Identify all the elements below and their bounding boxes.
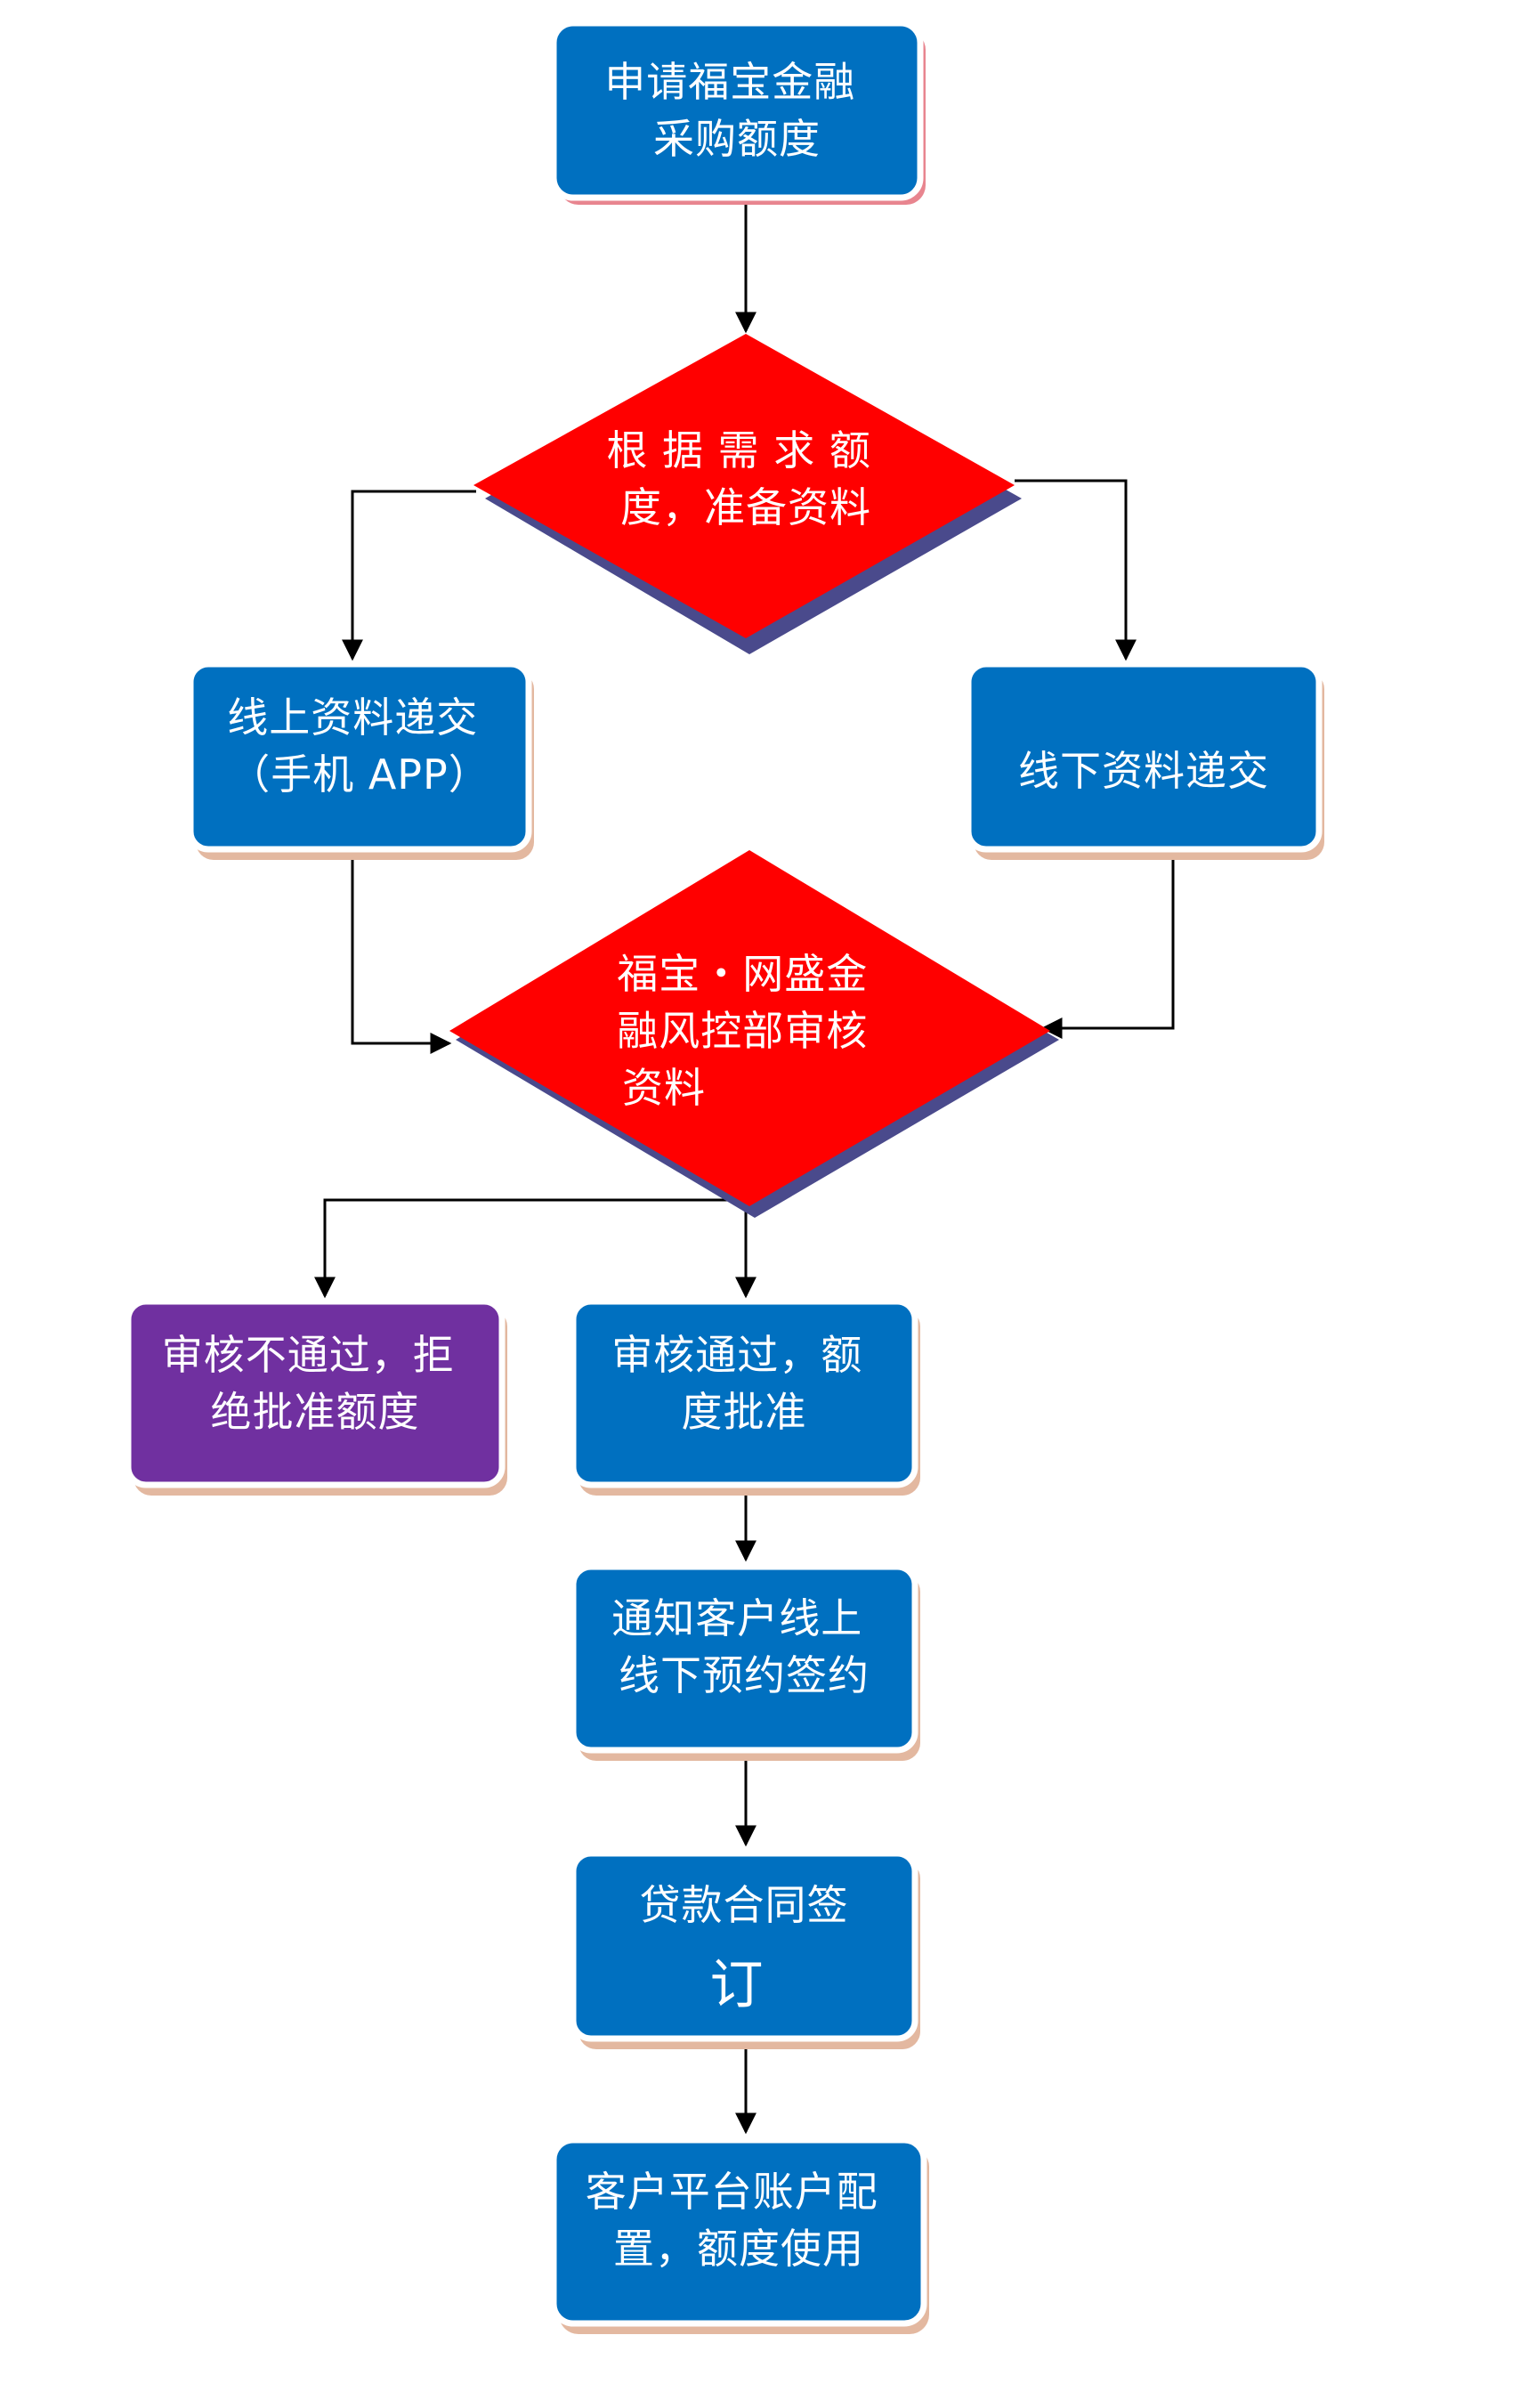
edges — [314, 203, 1175, 2135]
node-reject-line-1: 审核不通过，拒 — [162, 1331, 455, 1379]
svg-text:根 据 需 求 额 度，准备资料: 根 据 需 求 额 度，准备资料 — [606, 426, 885, 531]
node-notify: 通知客户线上 线下预约签约 — [570, 1563, 920, 1761]
node-online: 线上资料递交 （手机 APP） — [187, 661, 534, 860]
node-review: 福宝・网盛金 融风控部审核 资料 — [449, 850, 1059, 1218]
svg-text:客户平台账户配 置，额度使用: 客户平台账户配 置，额度使用 — [586, 2168, 893, 2273]
svg-text:贷款合同签: 贷款合同签 — [640, 1881, 849, 1929]
node-reject: 审核不通过，拒 绝批准额度 — [125, 1298, 507, 1496]
node-reject-line-2: 绝批准额度 — [211, 1388, 420, 1436]
node-online-line-1: 线上资料递交 — [227, 693, 478, 742]
node-notify-line-2: 线下预约签约 — [619, 1651, 870, 1699]
node-config: 客户平台账户配 置，额度使用 — [550, 2136, 929, 2334]
node-notify-line-1: 通知客户线上 — [611, 1594, 862, 1642]
node-apply-line-1: 申请福宝金融 — [604, 58, 855, 106]
edge-prepare-to-online — [342, 490, 476, 661]
svg-text:订: 订 — [710, 1954, 765, 2016]
node-review-line-1: 福宝・网盛金 — [617, 950, 868, 998]
node-approve-line-2: 度批准 — [682, 1388, 807, 1436]
node-contract: 贷款合同签 订 — [570, 1850, 920, 2049]
svg-text:申请福宝金融 采购额度: 申请福宝金融 采购额度 — [604, 58, 870, 163]
node-prepare-line-2: 度，准备资料 — [620, 483, 871, 531]
svg-text:审核通过，额 度批准: 审核通过，额 度批准 — [611, 1331, 877, 1436]
node-online-line-2: （手机 APP） — [229, 750, 490, 799]
node-review-line-3: 资料 — [622, 1064, 706, 1112]
node-apply-line-2: 采购额度 — [653, 115, 821, 163]
edge-offline-to-review — [1040, 846, 1175, 1039]
node-approve-line-1: 审核通过，额 — [611, 1331, 862, 1379]
svg-text:通知客户线上 线下预约签约: 通知客户线上 线下预约签约 — [611, 1594, 877, 1699]
edge-prepare-to-offline — [1015, 479, 1137, 661]
node-contract-line-1: 贷款合同签 — [640, 1881, 849, 1929]
svg-text:审核不通过，拒 绝批准额度: 审核不通过，拒 绝批准额度 — [162, 1331, 469, 1436]
node-apply: 申请福宝金融 采购额度 — [550, 20, 926, 205]
node-review-line-2: 融风控部审核 — [617, 1007, 868, 1055]
node-offline: 线下资料递交 — [965, 661, 1324, 860]
node-offline-line-1: 线下资料递交 — [1018, 747, 1269, 795]
svg-text:福宝・网盛金 融风控部审核 资料: 福宝・网盛金 融风控部审核 资料 — [617, 950, 882, 1112]
node-contract-line-2: 订 — [710, 1954, 765, 2016]
svg-text:线上资料递交 （手机 APP）: 线上资料递交 （手机 APP） — [227, 693, 492, 799]
node-config-line-1: 客户平台账户配 — [586, 2168, 878, 2216]
edge-review-to-reject — [314, 1198, 746, 1299]
svg-text:线下资料递交: 线下资料递交 — [1018, 747, 1269, 795]
node-prepare-line-1: 根 据 需 求 额 — [606, 426, 871, 474]
node-prepare: 根 据 需 求 额 度，准备资料 — [473, 334, 1022, 654]
node-config-line-2: 置，额度使用 — [613, 2225, 864, 2273]
edge-online-to-review — [351, 846, 452, 1054]
node-approve: 审核通过，额 度批准 — [570, 1298, 920, 1496]
